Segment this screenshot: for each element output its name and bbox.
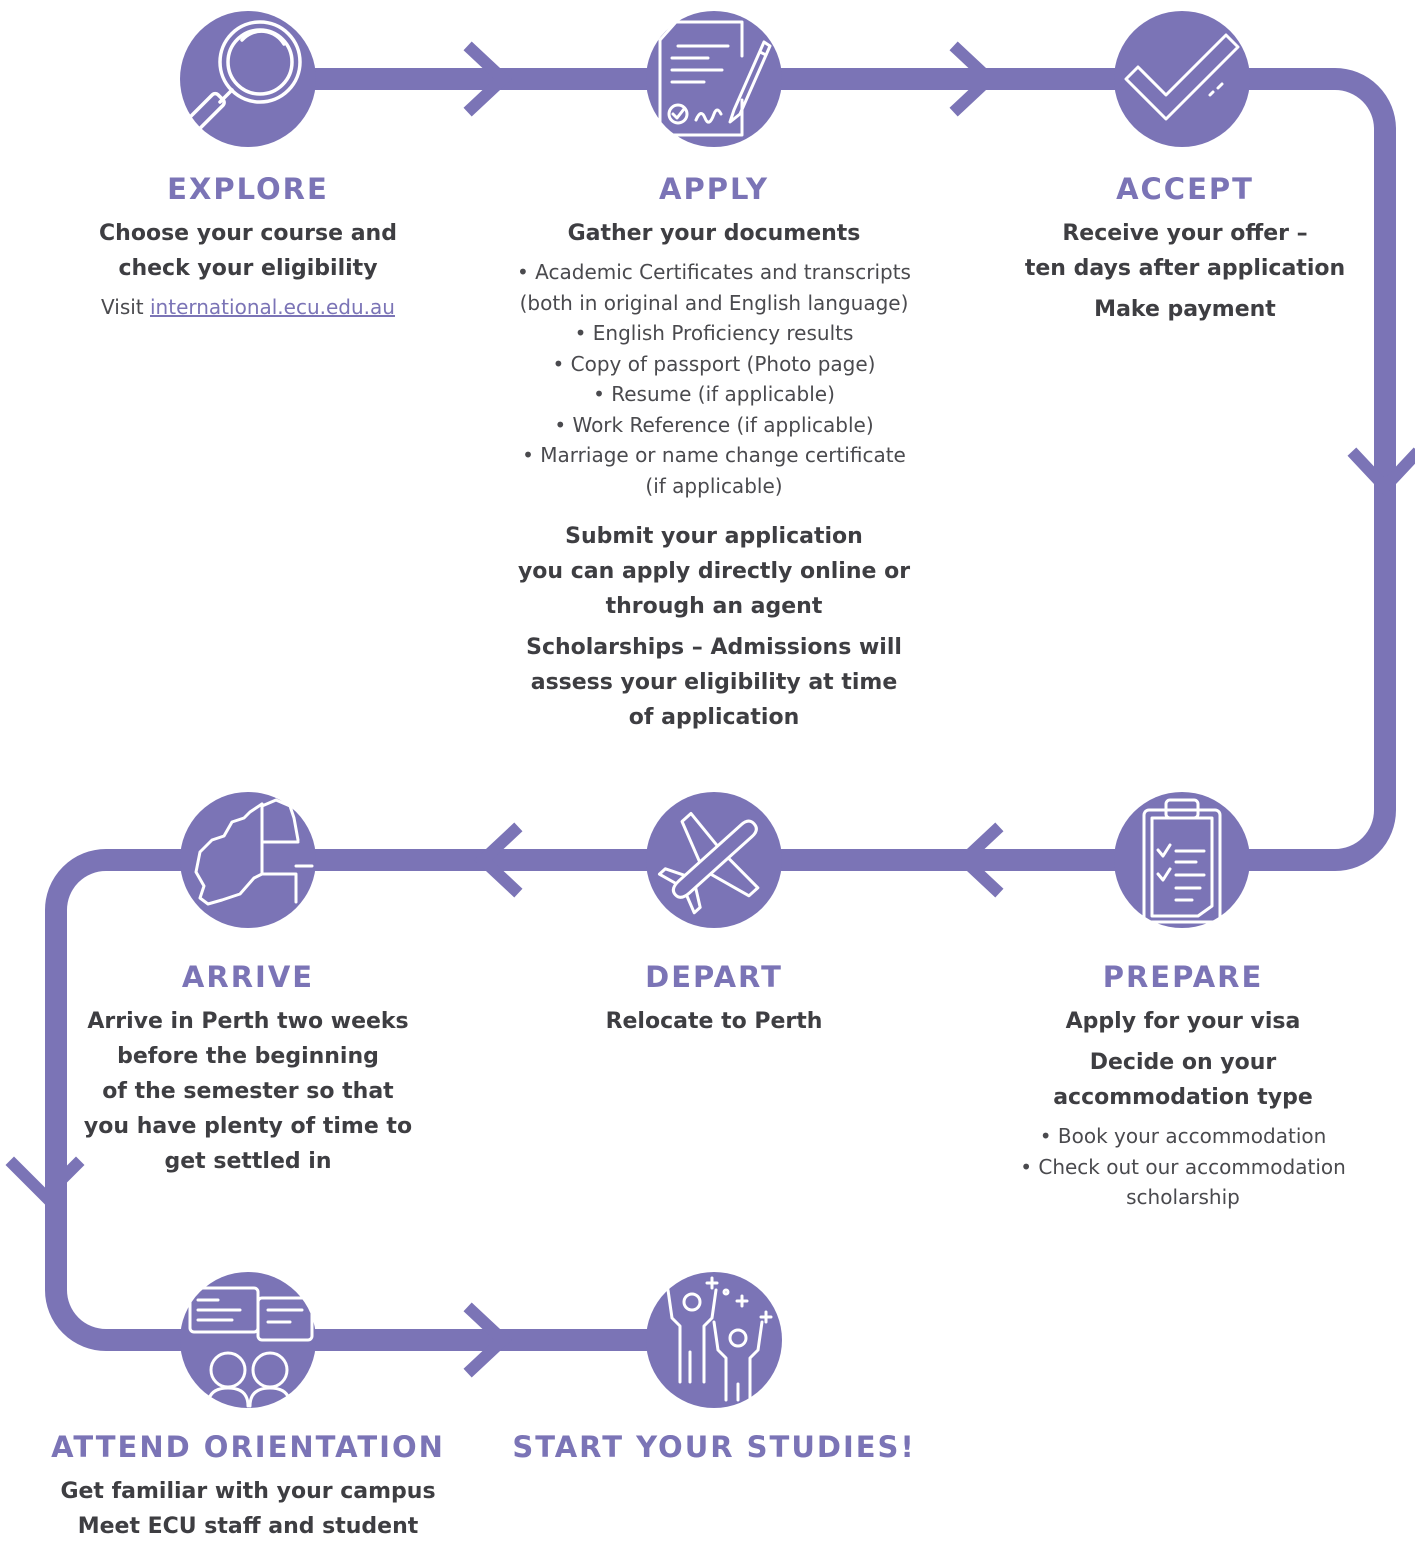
prepare-title: PREPARE [1102, 960, 1264, 994]
documents-list: • Academic Certificates and transcripts … [474, 257, 954, 501]
orientation-text: Get familiar with your campus Meet ECU s… [28, 1474, 468, 1544]
australia-map-icon [194, 798, 314, 906]
orientation-line: Get familiar with your campus [60, 1479, 436, 1504]
orientation-step: ATTEND ORIENTATION Get familiar with you… [28, 1430, 468, 1550]
orientation-circle [180, 1272, 316, 1408]
accommodation-item: • Book your accommodation [1039, 1124, 1327, 1148]
arrow-left-icon [474, 822, 523, 898]
explore-visit: Visit international.ecu.edu.au [58, 292, 438, 322]
accept-circle [1114, 11, 1250, 147]
explore-heading-line: check your eligibility [118, 256, 378, 281]
arrow-right-icon [463, 1302, 512, 1378]
prepare-step: PREPARE Apply for your visa Decide on yo… [982, 960, 1384, 1223]
explore-heading-line: Choose your course and [99, 221, 397, 246]
accept-step: ACCEPT Receive your offer – ten days aft… [990, 172, 1380, 333]
accommodation-type-text: Decide on your accommodation type [982, 1045, 1384, 1115]
chevron-arrows [5, 41, 1415, 1378]
accommodation-item: • Check out our accommodation [1020, 1154, 1346, 1179]
scholarship-line: of application [628, 705, 800, 730]
document-item: • Resume (if applicable) [593, 382, 835, 406]
arrive-line: Arrive in Perth two weeks [87, 1009, 409, 1034]
document-item: (if applicable) [645, 473, 783, 498]
offer-line: Receive your offer – [1062, 221, 1308, 246]
offer-line: ten days after application [1024, 256, 1346, 281]
celebrating-people-icon [666, 1276, 773, 1402]
apply-step: APPLY Gather your documents • Academic C… [474, 172, 954, 741]
people-presentation-icon [188, 1286, 314, 1408]
magnifying-glass-icon [186, 20, 302, 131]
arrive-line: get settled in [164, 1149, 332, 1174]
submit-line: Submit your application [565, 524, 863, 549]
apply-circle [646, 11, 782, 147]
arrive-line: of the semester so that [102, 1079, 394, 1104]
explore-title: EXPLORE [167, 172, 329, 206]
decide-line: Decide on your [1089, 1050, 1277, 1075]
arrow-down-icon [1347, 447, 1415, 496]
start-step: START YOUR STUDIES! [494, 1430, 934, 1474]
explore-circle [180, 11, 316, 147]
depart-circle [646, 792, 782, 928]
prepare-circle [1114, 792, 1250, 928]
website-link[interactable]: international.ecu.edu.au [150, 295, 395, 319]
arrive-circle [180, 792, 316, 928]
payment-text: Make payment [1094, 297, 1276, 322]
arrive-text: Arrive in Perth two weeks before the beg… [58, 1004, 438, 1179]
depart-step: DEPART Relocate to Perth [534, 960, 894, 1045]
scholarship-line: assess your eligibility at time [530, 670, 898, 695]
document-item: • Copy of passport (Photo page) [552, 351, 876, 376]
accommodation-item: scholarship [1126, 1185, 1240, 1209]
arrive-line: before the beginning [117, 1044, 379, 1069]
decide-line: accommodation type [1053, 1085, 1313, 1110]
accommodation-list: • Book your accommodation • Check out ou… [982, 1121, 1384, 1213]
arrive-step: ARRIVE Arrive in Perth two weeks before … [58, 960, 438, 1185]
orientation-line: Meet ECU staff and student [77, 1514, 419, 1539]
document-item: • English Proficiency results [574, 321, 854, 345]
arrow-right-icon [949, 41, 998, 117]
submit-application-text: Submit your application you can apply di… [474, 519, 954, 624]
apply-heading: Gather your documents [567, 221, 861, 246]
submit-line: you can apply directly online or [517, 559, 911, 584]
submit-line: through an agent [605, 594, 823, 619]
checkmark-icon [1124, 33, 1240, 121]
visa-text: Apply for your visa [1065, 1009, 1301, 1034]
explore-step: EXPLORE Choose your course and check you… [58, 172, 438, 322]
document-item: (both in original and English language) [519, 290, 909, 315]
arrow-left-icon [955, 822, 1004, 898]
arrow-down-icon [5, 1156, 85, 1205]
airplane-icon [657, 811, 760, 915]
arrive-line: you have plenty of time to [83, 1114, 413, 1139]
apply-title: APPLY [659, 172, 769, 206]
explore-heading: Choose your course and check your eligib… [58, 216, 438, 286]
start-circle [646, 1272, 782, 1408]
orientation-title: ATTEND ORIENTATION [51, 1430, 445, 1464]
clipboard-checklist-icon [1142, 798, 1222, 924]
depart-title: DEPART [645, 960, 783, 994]
arrow-right-icon [463, 41, 512, 117]
document-item: • Work Reference (if applicable) [554, 412, 874, 437]
accept-title: ACCEPT [1116, 172, 1254, 206]
offer-text: Receive your offer – ten days after appl… [990, 216, 1380, 286]
arrive-title: ARRIVE [181, 960, 315, 994]
document-item: • Academic Certificates and transcripts [517, 260, 911, 284]
scholarships-text: Scholarships – Admissions will assess yo… [474, 630, 954, 735]
relocate-text: Relocate to Perth [605, 1009, 823, 1034]
document-signature-icon [658, 20, 772, 137]
document-item: • Marriage or name change certificate [522, 443, 906, 467]
visit-label: Visit [101, 295, 144, 319]
scholarship-line: Scholarships – Admissions will [526, 635, 902, 660]
start-title: START YOUR STUDIES! [512, 1430, 916, 1464]
